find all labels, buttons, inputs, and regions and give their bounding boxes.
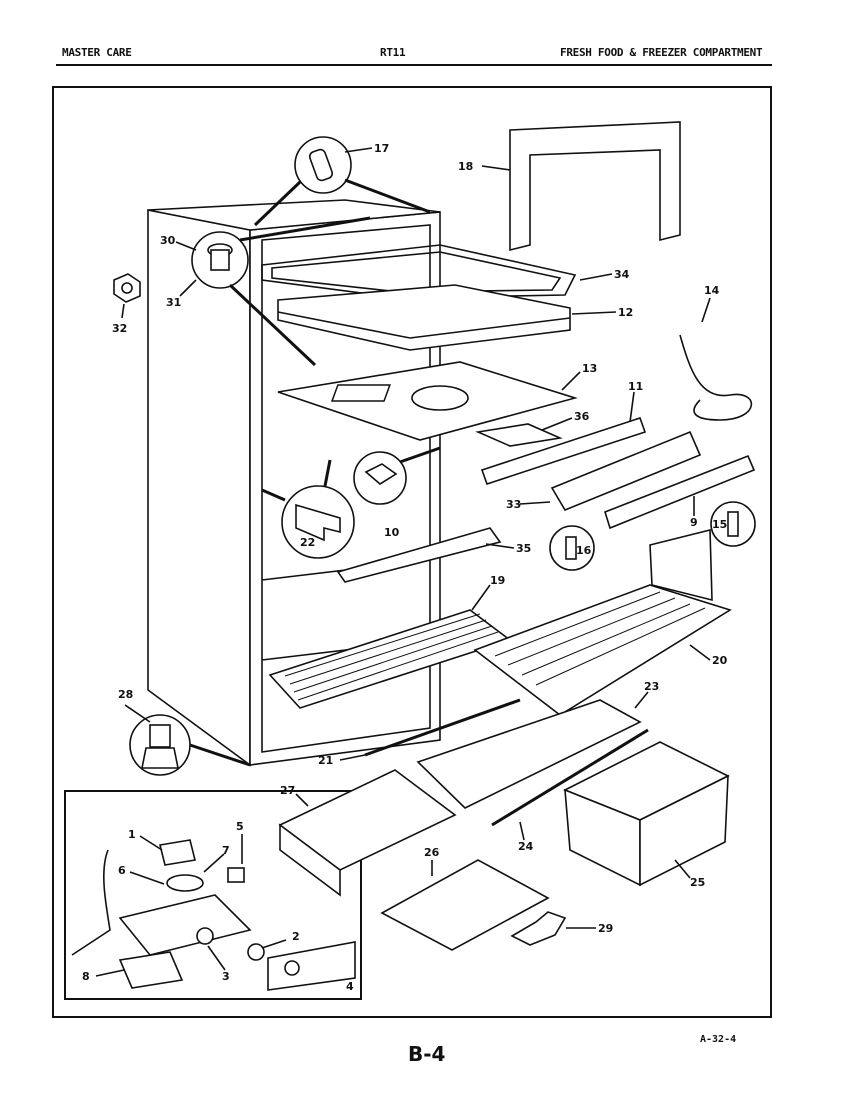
part-19-shelf xyxy=(268,609,512,709)
callout-18: 18 xyxy=(458,160,473,173)
part-34-gasket xyxy=(261,244,577,299)
callout-9: 9 xyxy=(690,516,698,529)
callout-7: 7 xyxy=(222,844,230,857)
header-rule xyxy=(56,64,772,66)
callout-24: 24 xyxy=(518,840,534,853)
part-18-door-trim xyxy=(509,121,681,252)
callout-6: 6 xyxy=(118,864,126,877)
callout-26: 26 xyxy=(424,846,440,859)
callout-14: 14 xyxy=(704,284,720,297)
part-33-control-housing xyxy=(550,430,702,512)
callout-35: 35 xyxy=(516,542,531,555)
part-11-rail xyxy=(480,416,647,486)
callout-labels: 17 18 34 12 13 11 36 33 9 35 19 20 21 23… xyxy=(82,142,728,993)
ice-maker-inset-frame xyxy=(64,790,362,1000)
callout-10: 10 xyxy=(384,526,400,539)
callout-16: 16 xyxy=(576,544,592,557)
part-26-ice-cube-tray xyxy=(380,859,550,951)
part-20-shelf xyxy=(473,528,732,716)
callout-30: 30 xyxy=(160,234,176,247)
part-32-nut xyxy=(113,273,141,303)
part-30-31-hinge xyxy=(191,216,371,367)
callout-11: 11 xyxy=(628,380,643,393)
callout-31: 31 xyxy=(166,296,181,309)
callout-12: 12 xyxy=(618,306,633,319)
part-28-leveling-leg xyxy=(129,714,251,776)
part-12-freezer-tray xyxy=(277,284,571,351)
part-9-rail xyxy=(604,454,756,530)
callout-5: 5 xyxy=(236,820,244,833)
part-15-clip xyxy=(710,501,756,547)
callout-25: 25 xyxy=(690,876,705,889)
part-36-plate xyxy=(475,423,563,447)
part-14-wire-harness xyxy=(679,334,753,421)
callout-15: 15 xyxy=(712,518,727,531)
header-model: RT11 xyxy=(380,46,406,59)
part-16-clip xyxy=(549,525,595,571)
callout-leader-lines xyxy=(95,147,711,977)
callout-3: 3 xyxy=(222,970,230,983)
part-17-hinge-cover xyxy=(253,136,431,227)
callout-19: 19 xyxy=(490,574,505,587)
callout-28: 28 xyxy=(118,688,133,701)
callout-34: 34 xyxy=(614,268,630,281)
header-section-title: FRESH FOOD & FREEZER COMPARTMENT xyxy=(560,46,763,59)
callout-4: 4 xyxy=(346,980,354,993)
callout-20: 20 xyxy=(712,654,728,667)
part-27-meat-drawer xyxy=(278,769,457,897)
callout-8: 8 xyxy=(82,970,90,983)
callout-33: 33 xyxy=(506,498,521,511)
part-25-crisper-pan xyxy=(563,741,730,887)
callout-36: 36 xyxy=(574,410,590,423)
callout-17: 17 xyxy=(374,142,389,155)
document-code: A-32-4 xyxy=(700,1034,737,1045)
part-21-trim-strip xyxy=(364,698,521,757)
part-22-bracket xyxy=(261,459,355,559)
callout-27: 27 xyxy=(280,784,295,797)
page-number: B-4 xyxy=(408,1042,446,1066)
callout-29: 29 xyxy=(598,922,613,935)
callout-21: 21 xyxy=(318,754,333,767)
callout-32: 32 xyxy=(112,322,127,335)
part-24-trim-strip xyxy=(491,728,649,827)
part-23-crisper-cover xyxy=(416,699,642,809)
callout-2: 2 xyxy=(292,930,300,943)
part-35-crisper-cover-support xyxy=(336,527,502,583)
part-10-damper xyxy=(353,446,441,505)
part-29-ice-scoop xyxy=(510,911,567,946)
callout-22: 22 xyxy=(300,536,315,549)
callout-1: 1 xyxy=(128,828,136,841)
callout-23: 23 xyxy=(644,680,659,693)
ice-maker-components xyxy=(71,839,356,991)
part-13-divider xyxy=(277,361,578,441)
callout-13: 13 xyxy=(582,362,597,375)
diagram-frame xyxy=(52,86,772,1018)
header-brand: MASTER CARE xyxy=(62,46,132,59)
